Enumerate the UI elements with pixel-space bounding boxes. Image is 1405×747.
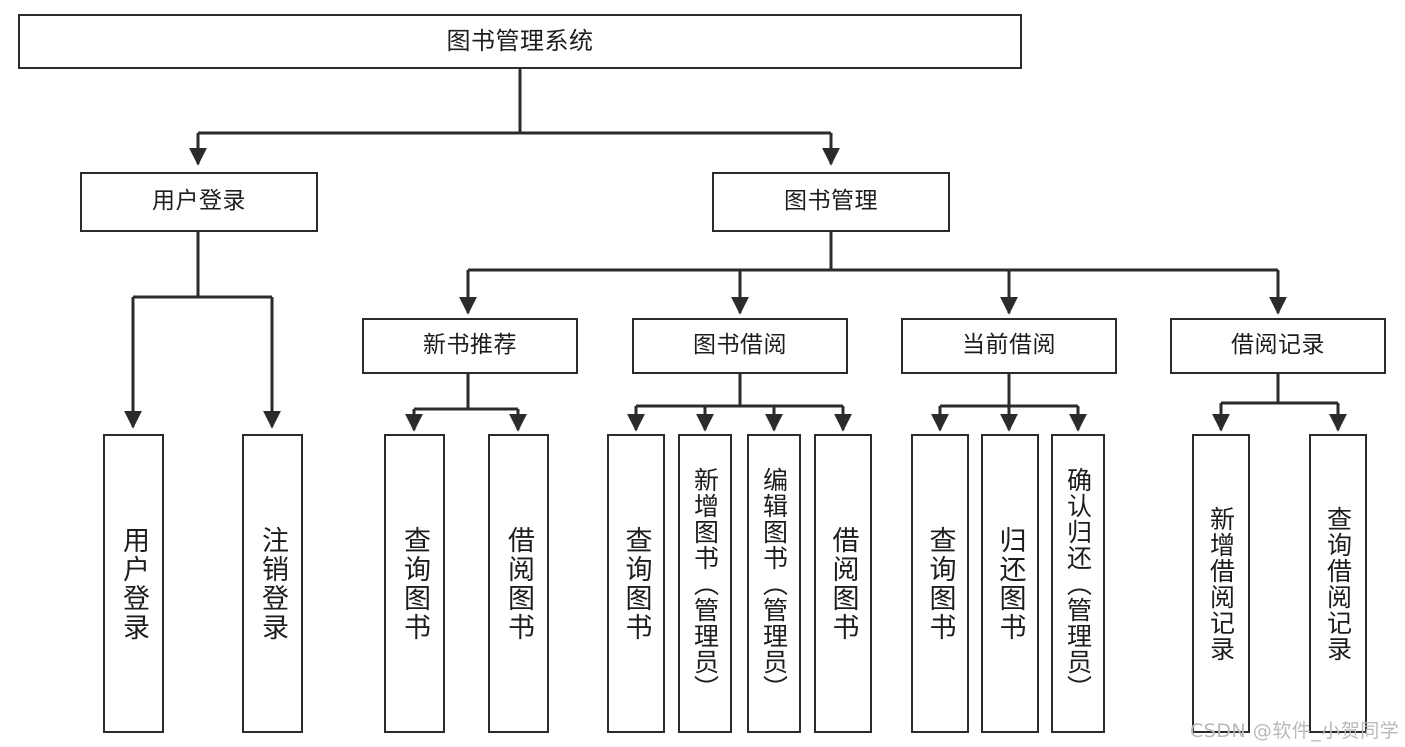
node-borrow-record[interactable]: 借阅记录 xyxy=(1170,318,1386,374)
node-label: 图书管理系统 xyxy=(446,27,594,56)
node-label: 用户登录 xyxy=(118,525,149,642)
node-label: 查询图书 xyxy=(924,525,956,642)
node-label: 新书推荐 xyxy=(423,332,517,359)
node-label: 用户登录 xyxy=(152,188,246,215)
leaf-bookborrow-edit-book-admin[interactable]: 编辑图书（管理员） xyxy=(747,434,801,733)
leaf-currentborrow-query-book[interactable]: 查询图书 xyxy=(911,434,969,733)
leaf-borrowrecord-query-record[interactable]: 查询借阅记录 xyxy=(1309,434,1367,733)
leaf-user-login[interactable]: 用户登录 xyxy=(103,434,164,733)
node-label: 借阅记录 xyxy=(1231,332,1325,359)
node-label: 注销登录 xyxy=(257,525,288,642)
node-label: 借阅图书 xyxy=(503,525,534,642)
leaf-currentborrow-return-book[interactable]: 归还图书 xyxy=(981,434,1039,733)
node-label: 借阅图书 xyxy=(827,525,859,642)
node-label: 新增借阅记录 xyxy=(1206,505,1236,662)
node-current-borrow[interactable]: 当前借阅 xyxy=(901,318,1117,374)
node-label: 查询图书 xyxy=(399,525,430,642)
node-label: 当前借阅 xyxy=(962,332,1056,359)
leaf-currentborrow-confirm-return-admin[interactable]: 确认归还（管理员） xyxy=(1051,434,1105,733)
node-book-management[interactable]: 图书管理 xyxy=(712,172,950,232)
node-root-system[interactable]: 图书管理系统 xyxy=(18,14,1022,69)
leaf-bookborrow-add-book-admin[interactable]: 新增图书（管理员） xyxy=(678,434,732,733)
node-label: 归还图书 xyxy=(994,525,1026,642)
node-label: 查询借阅记录 xyxy=(1323,505,1353,662)
node-label: 查询图书 xyxy=(620,525,652,642)
leaf-bookborrow-query-book[interactable]: 查询图书 xyxy=(607,434,665,733)
node-label: 编辑图书（管理员） xyxy=(759,466,789,701)
csdn-watermark: CSDN @软件_小贺同学 xyxy=(1190,720,1400,742)
node-label: 新增图书（管理员） xyxy=(690,466,720,701)
node-label: 图书借阅 xyxy=(693,332,787,359)
node-new-book-recommend[interactable]: 新书推荐 xyxy=(362,318,578,374)
leaf-newbook-query-book[interactable]: 查询图书 xyxy=(384,434,445,733)
node-user-login[interactable]: 用户登录 xyxy=(80,172,318,232)
node-label: 图书管理 xyxy=(784,188,878,215)
leaf-bookborrow-borrow-book[interactable]: 借阅图书 xyxy=(814,434,872,733)
leaf-borrowrecord-add-record[interactable]: 新增借阅记录 xyxy=(1192,434,1250,733)
node-book-borrow[interactable]: 图书借阅 xyxy=(632,318,848,374)
leaf-newbook-borrow-book[interactable]: 借阅图书 xyxy=(488,434,549,733)
node-label: 确认归还（管理员） xyxy=(1063,466,1093,701)
leaf-logout[interactable]: 注销登录 xyxy=(242,434,303,733)
